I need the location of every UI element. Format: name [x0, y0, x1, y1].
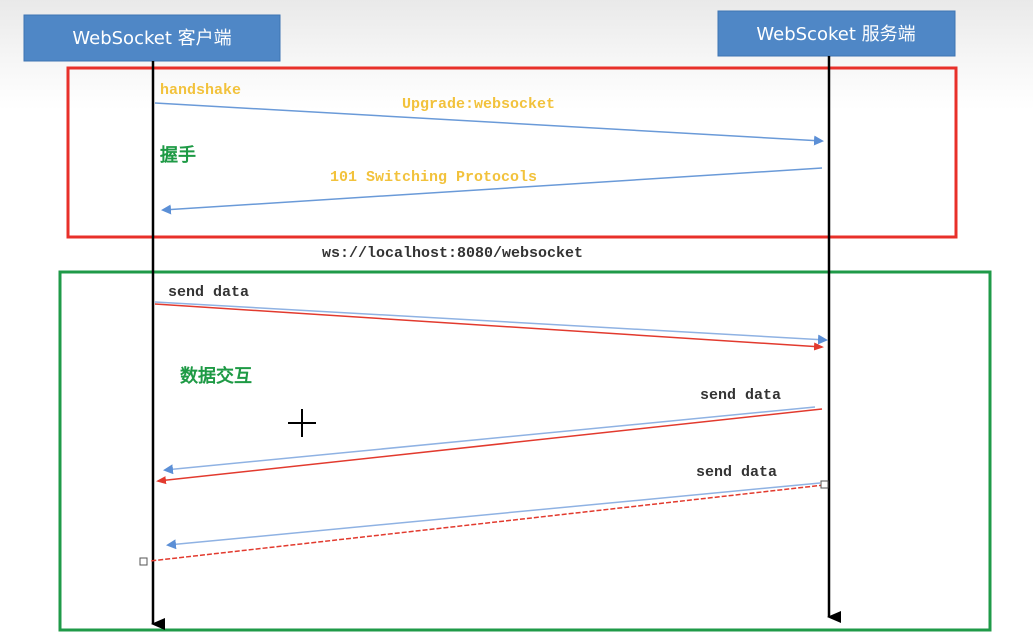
switching-protocols-arrow: [161, 167, 823, 215]
selection-handle-icon[interactable]: [820, 480, 829, 489]
client-participant: WebSocket 客户端: [23, 14, 281, 62]
handshake-label: handshake: [160, 82, 241, 99]
send-data-label-3: send data: [696, 464, 777, 481]
crosshair-cursor-icon: [288, 409, 316, 437]
send-data-arrow-red-3: [149, 484, 825, 562]
data-exchange-section-title: 数据交互: [180, 365, 252, 387]
websocket-url: ws://localhost:8080/websocket: [322, 245, 583, 262]
upgrade-arrow: [154, 102, 824, 146]
handshake-section-title: 握手: [160, 144, 196, 166]
send-data-label-1: send data: [168, 284, 249, 301]
handshake-box: [66, 66, 958, 239]
upgrade-label: Upgrade:websocket: [402, 96, 555, 113]
server-label: WebScoket 服务端: [756, 24, 915, 45]
send-data-arrow-blue-1: [154, 301, 828, 345]
send-data-arrow-red-2: [156, 408, 823, 485]
client-label: WebSocket 客户端: [72, 28, 231, 49]
selection-handle-icon[interactable]: [139, 557, 148, 566]
send-data-arrow-blue-2: [163, 406, 816, 475]
send-data-arrow-blue-3: [166, 482, 821, 550]
send-data-label-2: send data: [700, 387, 781, 404]
server-participant: WebScoket 服务端: [717, 10, 956, 57]
data-exchange-box: [58, 270, 992, 632]
send-data-arrow-red-1: [154, 303, 824, 351]
switching-protocols-label: 101 Switching Protocols: [330, 169, 537, 186]
